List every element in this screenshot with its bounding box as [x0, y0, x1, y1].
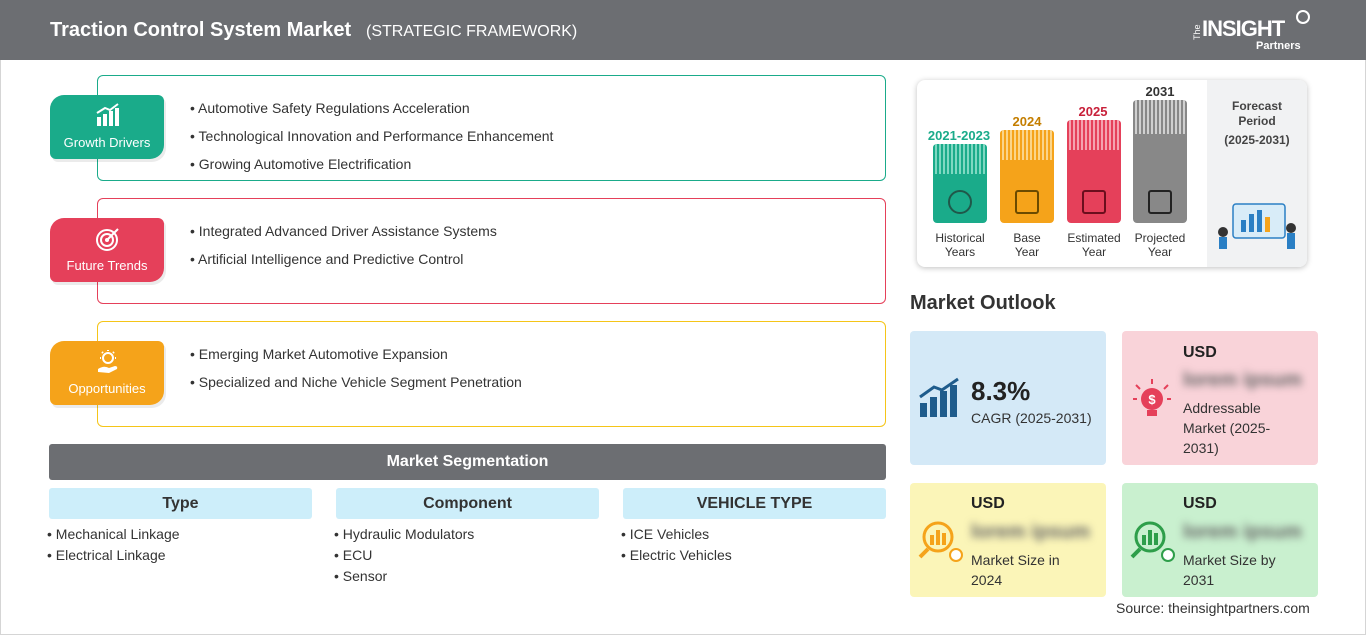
forecast-label-line2: Period: [1238, 114, 1276, 128]
bar-base: [1000, 130, 1054, 223]
analytics-magnifier-icon: [918, 521, 963, 562]
growth-chart-icon: [919, 377, 959, 417]
list-item: Electrical Linkage: [47, 545, 180, 566]
segment-list-vehicle-type: ICE Vehicles Electric Vehicles: [621, 524, 732, 566]
addressable-market-card: $ USD lorem ipsum Addressable Market (20…: [1122, 331, 1318, 465]
market-outlook-title: Market Outlook: [910, 292, 1056, 314]
segment-list-type: Mechanical Linkage Electrical Linkage: [47, 524, 180, 566]
size-2024-usd: USD: [971, 495, 1005, 512]
header-bar: Traction Control System Market (STRATEGI…: [0, 0, 1366, 60]
addressable-label: Addressable Market (2025-2031): [1183, 400, 1271, 456]
history-icon: [948, 190, 972, 214]
presentation-icon: [1148, 190, 1172, 214]
cagr-value: 8.3%: [971, 376, 1031, 406]
list-item: Electric Vehicles: [621, 545, 732, 566]
growth-drivers-tag: Growth Drivers: [50, 95, 164, 159]
growth-drivers-list: Automotive Safety Regulations Accelerati…: [190, 94, 553, 178]
bar-hatch: [1000, 130, 1054, 160]
segment-header-type: Type: [49, 488, 312, 519]
list-item: Artificial Intelligence and Predictive C…: [190, 245, 497, 273]
growth-drivers-label: Growth Drivers: [63, 135, 151, 150]
list-item: Emerging Market Automotive Expansion: [190, 340, 522, 368]
segment-header-component: Component: [336, 488, 599, 519]
target-icon: [96, 228, 119, 251]
future-trends-tag: Future Trends: [50, 218, 164, 282]
size-2031-value-blurred: lorem ipsum: [1183, 521, 1302, 543]
size-2031-usd: USD: [1183, 495, 1217, 512]
market-size-2031-card: USD lorem ipsum Market Size by 2031: [1122, 483, 1318, 597]
logo-ring-icon: [1296, 10, 1310, 24]
list-item: ECU: [334, 545, 474, 566]
opportunities-label: Opportunities: [68, 381, 146, 396]
label-historical-line1: Historical: [935, 231, 985, 245]
list-item: Hydraulic Modulators: [334, 524, 475, 545]
growth-chart-icon: [96, 103, 119, 126]
lightbulb-hand-icon: [98, 350, 118, 373]
future-trends-label: Future Trends: [66, 258, 148, 273]
bar-hatch: [1133, 100, 1187, 134]
list-item: ICE Vehicles: [621, 524, 732, 545]
opportunities-list: Emerging Market Automotive Expansion Spe…: [190, 340, 522, 396]
list-item: Automotive Safety Regulations Accelerati…: [190, 94, 553, 122]
label-base-line1: Base: [1013, 231, 1041, 245]
bar-projected: [1133, 100, 1187, 223]
future-trends-list: Integrated Advanced Driver Assistance Sy…: [190, 217, 497, 273]
label-historical-line2: Years: [944, 245, 976, 259]
size-2024-value-blurred: lorem ipsum: [971, 521, 1090, 543]
future-trends-card: Integrated Advanced Driver Assistance Sy…: [97, 198, 886, 304]
page-subtitle: (STRATEGIC FRAMEWORK): [366, 23, 578, 40]
addressable-value-blurred: lorem ipsum: [1183, 369, 1302, 391]
segment-list-component: Hydraulic Modulators ECU Sensor: [334, 524, 475, 587]
label-projected-line1: Projected: [1134, 231, 1186, 245]
forecast-range: (2025-2031): [1224, 133, 1290, 147]
bar-estimated: [1067, 120, 1121, 223]
insight-partners-logo[interactable]: The INSIGHT Partners: [1192, 10, 1312, 54]
year-projected: 2031: [1145, 84, 1175, 99]
gear-chart-icon: [1082, 190, 1106, 214]
segment-header-vehicle-type: VEHICLE TYPE: [623, 488, 886, 519]
calendar-icon: [1015, 190, 1039, 214]
logo-partners: Partners: [1256, 40, 1301, 52]
source-citation[interactable]: Source: theinsightpartners.com: [1116, 600, 1310, 616]
label-base-line2: Year: [1014, 245, 1040, 259]
addressable-usd: USD: [1183, 344, 1217, 361]
forecast-label-line1: Forecast: [1231, 99, 1283, 113]
list-item: Specialized and Niche Vehicle Segment Pe…: [190, 368, 522, 396]
cagr-label: CAGR (2025-2031): [971, 410, 1092, 426]
list-item: Sensor: [334, 566, 474, 587]
list-item: Mechanical Linkage: [47, 524, 180, 545]
bar-hatch: [933, 144, 987, 174]
opportunities-card: Emerging Market Automotive Expansion Spe…: [97, 321, 886, 427]
year-historical: 2021-2023: [927, 128, 991, 143]
cagr-card: 8.3% CAGR (2025-2031): [910, 331, 1106, 465]
page-title: Traction Control System Market: [50, 19, 352, 41]
svg-text:$: $: [1148, 392, 1156, 407]
year-base: 2024: [1012, 114, 1042, 129]
growth-drivers-card: Automotive Safety Regulations Accelerati…: [97, 75, 886, 181]
analytics-magnifier-icon: [1130, 521, 1175, 562]
bar-hatch: [1067, 120, 1121, 150]
market-size-2024-card: USD lorem ipsum Market Size in 2024: [910, 483, 1106, 597]
label-estimated-line2: Year: [1081, 245, 1107, 259]
lightbulb-dollar-icon: $: [1133, 379, 1171, 416]
logo-insight: INSIGHT: [1202, 16, 1285, 41]
logo-the: The: [1192, 24, 1202, 40]
list-item: Technological Innovation and Performance…: [190, 122, 554, 150]
opportunities-tag: Opportunities: [50, 341, 164, 405]
year-estimated: 2025: [1078, 104, 1108, 119]
label-projected-line2: Year: [1147, 245, 1173, 259]
list-item: Integrated Advanced Driver Assistance Sy…: [190, 217, 497, 245]
bar-historical: [933, 144, 987, 223]
list-item: Growing Automotive Electrification: [190, 150, 553, 178]
timeline-panel: Forecast Period (2025-2031) 2021-2023 Hi…: [917, 80, 1307, 267]
market-segmentation-header: Market Segmentation: [49, 444, 886, 480]
label-estimated-line1: Estimated: [1067, 231, 1121, 245]
size-2031-label: Market Size by 2031: [1183, 552, 1276, 588]
size-2024-label: Market Size in 2024: [971, 552, 1060, 588]
analytics-people-icon: [1218, 203, 1296, 249]
